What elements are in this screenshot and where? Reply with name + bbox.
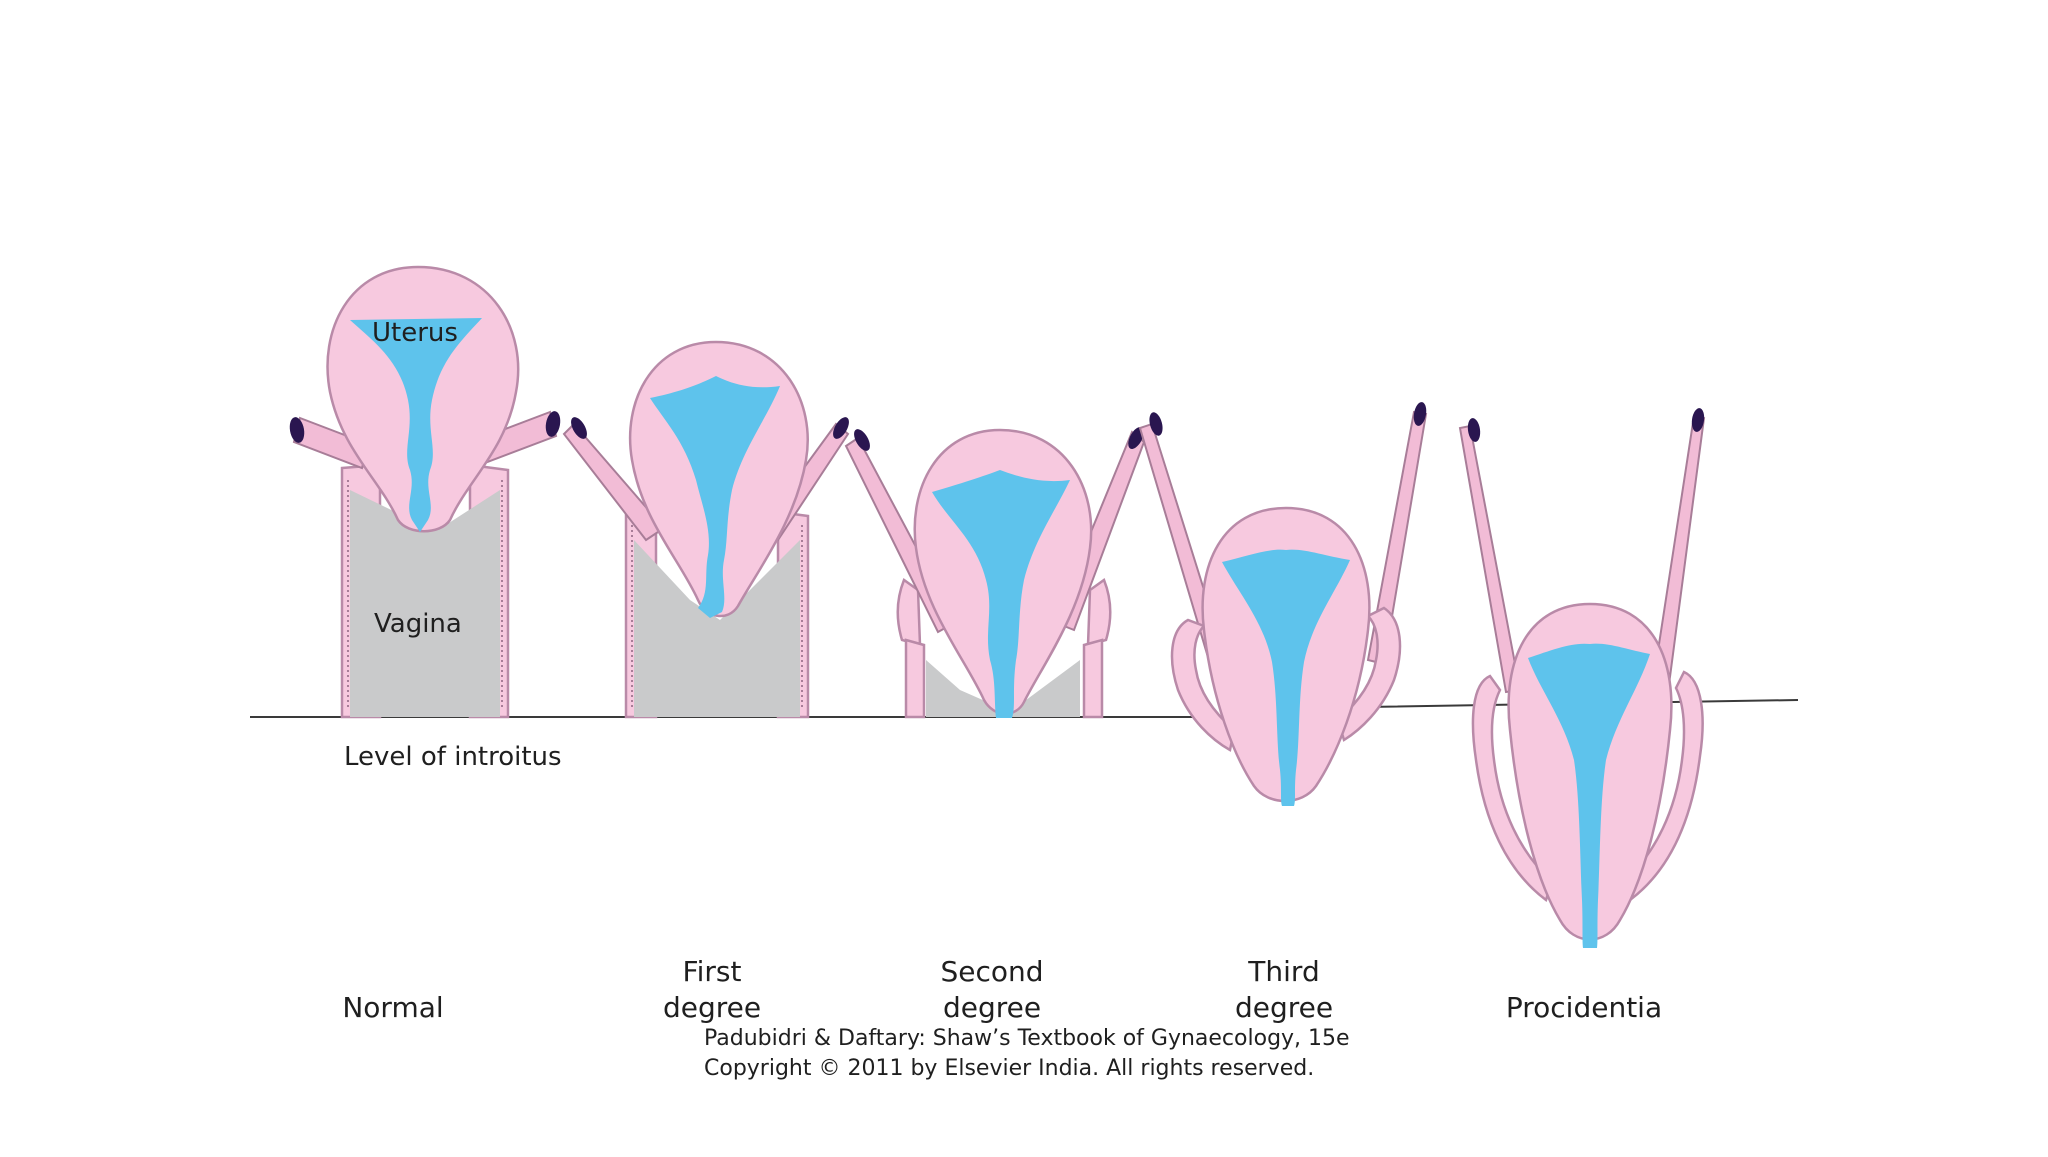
stage-second-degree [844, 427, 1146, 719]
stage-label-second-line1: Second [940, 955, 1044, 988]
stage-first-degree [562, 340, 850, 719]
stage-label-normal-line2: Normal [342, 991, 444, 1024]
ligament-tip-left [1467, 418, 1481, 442]
caption-line-2: Copyright © 2011 by Elsevier India. All … [704, 1056, 1315, 1081]
ligament-tip-right [1128, 427, 1144, 449]
stage-label-first-line2: degree [662, 991, 762, 1024]
stage-label-first-line1: First [682, 955, 742, 988]
stage-label-third-line1: Third [1248, 955, 1320, 988]
stage-procidentia [1458, 408, 1706, 948]
ligament-tip-left [1149, 412, 1163, 436]
ligament-left [1458, 424, 1522, 694]
source-caption: Padubidri & Daftary: Shaw’s Textbook of … [704, 1024, 1350, 1084]
stage-normal [289, 265, 561, 719]
introitus-label: Level of introitus [344, 742, 562, 772]
stage-third-degree [1138, 402, 1428, 806]
ligament-tip-left [289, 417, 305, 443]
ligament-tip-right [1691, 408, 1705, 432]
uterine-cavity-normal [350, 318, 482, 532]
ligament-tip-right [545, 411, 561, 437]
ligament-tip-left [854, 429, 870, 451]
vagina-label: Vagina [374, 609, 462, 639]
stage-label-procidentia-line2: Procidentia [1505, 991, 1663, 1024]
ligament-tip-right [833, 417, 849, 439]
uterus-label: Uterus [372, 318, 458, 348]
vaginal-wall-left-lower [904, 638, 926, 719]
uterine-cavity-procidentia [1528, 643, 1650, 948]
ligament-tip-left [571, 417, 587, 439]
stage-label-third-line2: degree [1234, 991, 1334, 1024]
vaginal-wall-right [1336, 606, 1402, 742]
uterine-cavity-second-degree [932, 470, 1070, 718]
uterine-cavity-first-degree [650, 376, 780, 618]
vaginal-wall-left [1170, 618, 1236, 752]
uterine-cavity-third-degree [1222, 549, 1350, 806]
ligament-tip-right [1413, 402, 1427, 426]
vagina-lumen [926, 660, 1080, 717]
vagina-lumen [350, 490, 500, 717]
vagina-lumen [634, 540, 800, 717]
stage-label-second-line2: degree [942, 991, 1042, 1024]
vaginal-wall-right [1086, 578, 1112, 647]
ligament-left [562, 422, 666, 542]
caption-line-1: Padubidri & Daftary: Shaw’s Textbook of … [704, 1026, 1350, 1051]
vaginal-wall-right-lower [1082, 638, 1104, 719]
